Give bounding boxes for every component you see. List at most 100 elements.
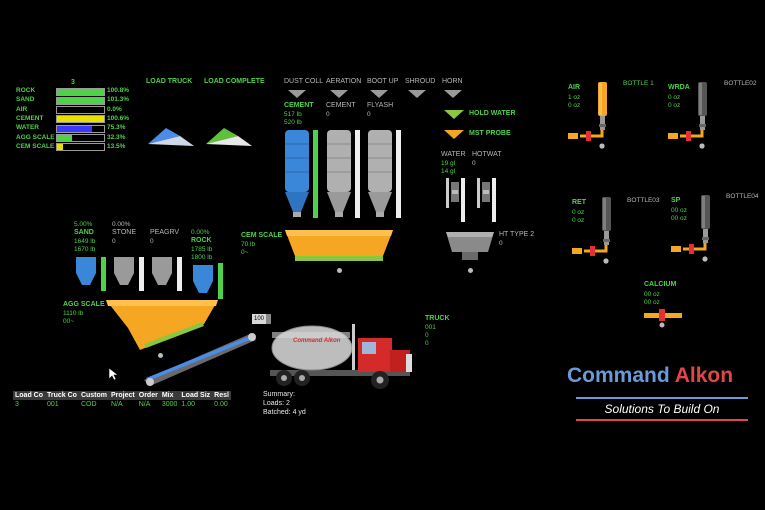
bin-stone-value: 0 — [112, 238, 116, 245]
horn-valve-icon[interactable] — [444, 90, 462, 98]
table-cell: 1.00 — [181, 401, 196, 408]
table-cell: COD — [80, 401, 97, 408]
table-header-cell[interactable]: Resl — [212, 391, 231, 400]
material-percent: 100.8% — [107, 87, 130, 94]
bottle-sp-dispenser[interactable] — [671, 193, 711, 263]
water-label: WATER — [441, 151, 466, 158]
hold-water-button[interactable]: HOLD WATER — [469, 110, 516, 117]
shroud-button[interactable]: SHROUD — [405, 78, 436, 85]
aeration-valve-icon[interactable] — [330, 90, 348, 98]
boot-up-valve-icon[interactable] — [370, 90, 388, 98]
material-progress-fill — [57, 135, 73, 141]
material-progress-fill — [57, 125, 93, 132]
bin-peagrv-name: PEAGRV — [150, 229, 180, 236]
cem-scale-value1: 70 lb — [241, 241, 256, 248]
table-header-cell[interactable]: Custom — [78, 391, 110, 400]
material-progress-fill — [57, 144, 64, 151]
water-value2: 14 gl — [441, 168, 456, 175]
agg-panel-number: 3 — [71, 79, 75, 86]
table-cell: 3 — [15, 401, 19, 408]
bottle-air-dispenser[interactable] — [568, 80, 608, 150]
hotwat-meter — [477, 178, 496, 222]
mixer-truck[interactable] — [262, 320, 418, 396]
load-truck-button[interactable]: LOAD TRUCK — [146, 78, 193, 85]
bin-sand[interactable] — [74, 255, 108, 293]
silo-cement2[interactable] — [324, 128, 366, 220]
material-percent: 0.0% — [107, 105, 122, 113]
bin-rock[interactable] — [191, 263, 225, 301]
table-cell: N/A — [138, 401, 151, 408]
table-header-cell[interactable]: Order — [136, 391, 160, 400]
ht-type-label: HT TYPE 2 — [499, 231, 535, 238]
table-header-cell[interactable]: Truck Co — [45, 391, 79, 400]
logo-word-command: Command — [567, 364, 670, 387]
bin-stone[interactable] — [112, 255, 146, 293]
bottle-wrda-dispenser[interactable] — [668, 80, 708, 150]
table-header-cell[interactable]: Load Co — [13, 391, 45, 400]
table-header-cell[interactable]: Project — [109, 391, 137, 400]
truck-speed-stepper[interactable] — [266, 314, 271, 324]
ht-type-hopper[interactable] — [444, 230, 496, 264]
water-value1: 19 gl — [441, 160, 456, 167]
material-progress-bar — [56, 143, 105, 152]
table-cell: 0.00 — [214, 401, 228, 408]
material-progress-fill — [57, 97, 104, 104]
material-label: WATER — [16, 124, 39, 132]
horn-button[interactable]: HORN — [442, 78, 463, 85]
material-percent: 32.3% — [107, 133, 126, 141]
shroud-valve-icon[interactable] — [408, 90, 426, 98]
truck-speed-input[interactable]: 100 — [252, 314, 266, 324]
dust-coll-button[interactable]: DUST COLL — [284, 78, 324, 85]
bottle-air-label: AIR — [568, 84, 581, 91]
company-logo: Command Alkon — [567, 364, 733, 388]
bin-sand-name: SAND — [74, 229, 94, 236]
table-header-cell[interactable]: Mix — [159, 391, 180, 400]
material-progress-bar — [56, 115, 105, 124]
silo-flyash[interactable] — [365, 128, 407, 220]
bin-rock-name: ROCK — [191, 237, 212, 244]
bottle-sp-value2: 00 oz — [671, 215, 687, 222]
mst-probe-button[interactable]: MST PROBE — [469, 130, 511, 137]
bottle-ret-dispenser[interactable] — [572, 195, 612, 265]
bottle-wrda-label: WRDA — [668, 84, 690, 91]
table-cell: 3000 — [161, 401, 178, 408]
boot-up-button[interactable]: BOOT UP — [367, 78, 399, 85]
material-label: SAND — [16, 96, 35, 104]
table-header-cell[interactable]: Load Siz — [179, 391, 213, 400]
material-label: AGG SCALE — [16, 133, 55, 141]
summary-loads: Loads: 2 — [263, 400, 290, 407]
material-progress-bar — [56, 106, 105, 115]
logo-tagline: Solutions To Build On — [604, 402, 720, 416]
bottle-ret-value1: 0 oz — [572, 209, 585, 216]
aeration-button[interactable]: AERATION — [326, 78, 362, 85]
truck-value3: 0 — [425, 340, 429, 347]
bottle-ret-label: RET — [572, 199, 586, 206]
material-progress-bar — [56, 134, 105, 142]
bin-rock-percent: 0.00% — [191, 229, 210, 236]
agg-scale-hopper[interactable] — [104, 298, 220, 354]
bottle-sp-value1: 00 oz — [671, 207, 687, 214]
material-percent: 75.3% — [107, 124, 126, 132]
bin-sand-value1: 1649 lb — [74, 238, 96, 245]
cem-scale-hopper[interactable] — [283, 228, 395, 264]
hold-water-icon[interactable] — [444, 110, 464, 119]
dust-coll-valve-icon[interactable] — [288, 90, 306, 98]
material-progress-bar — [56, 87, 105, 96]
logo-rule-bottom — [576, 419, 748, 421]
hotwat-label: HOTWAT — [472, 151, 502, 158]
material-label: AIR — [16, 105, 28, 113]
mst-probe-icon[interactable] — [444, 130, 464, 139]
calcium-valve[interactable] — [642, 306, 686, 328]
load-complete-button[interactable]: LOAD COMPLETE — [204, 78, 265, 85]
material-label: ROCK — [16, 87, 36, 94]
silo-cement1[interactable] — [282, 128, 324, 220]
material-progress-bar — [56, 124, 105, 133]
bottle-ret-name: BOTTLE03 — [627, 197, 660, 204]
bottle-air-name: BOTTLE 1 — [623, 80, 654, 87]
bin-rock-value2: 1800 lb — [191, 254, 213, 261]
material-label: CEM SCALE — [16, 142, 55, 150]
material-percent: 101.3% — [107, 96, 130, 104]
bin-peagrv[interactable] — [150, 255, 184, 293]
bottle-wrda-value2: 0 oz — [668, 102, 681, 109]
